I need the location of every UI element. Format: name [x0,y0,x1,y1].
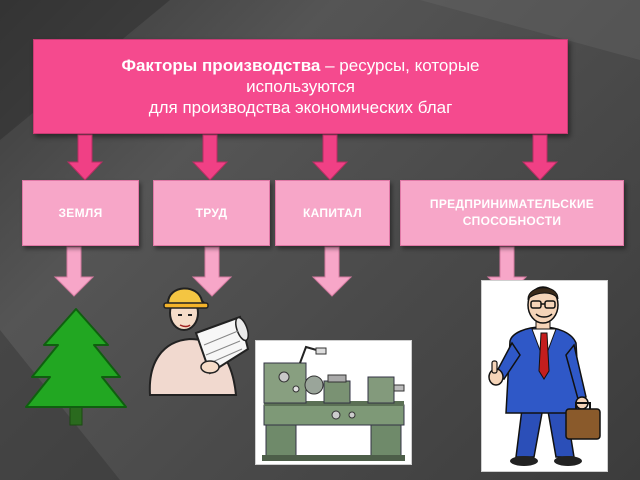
businessman-picture [481,280,608,472]
definition-text-line3: для производства экономических благ [148,98,453,117]
arrow-to-capital [311,134,349,181]
definition-text-line2: используются [246,77,355,96]
arrow-to-tree [53,246,95,297]
arrow-to-entrepreneurship [521,134,559,181]
arrow-to-lathe [311,246,353,297]
arrow-to-land [66,134,104,181]
factor-entrepreneurship: ПРЕДПРИНИМАТЕЛЬСКИЕ СПОСОБНОСТИ [400,180,624,246]
businessman-icon [488,286,601,466]
factor-capital-label: КАПИТАЛ [303,205,362,220]
definition-term: Факторы производства [121,56,321,75]
worker-icon [148,287,250,396]
lathe-icon [262,345,405,461]
factor-land: ЗЕМЛЯ [22,180,139,246]
factor-land-label: ЗЕМЛЯ [58,205,103,220]
factor-entrepreneurship-label-line1: ПРЕДПРИНИМАТЕЛЬСКИЕ [429,197,595,211]
arrow-to-worker [191,246,233,297]
lathe-picture [255,340,412,465]
fir-tree-icon [25,308,127,426]
definition-text-start: – ресурсы, которые [320,56,480,75]
arrow-to-labor [191,134,229,181]
factor-labor: ТРУД [153,180,270,246]
factor-labor-label: ТРУД [195,205,228,220]
factor-entrepreneurship-label-line2: СПОСОБНОСТИ [462,214,562,228]
factor-capital: КАПИТАЛ [275,180,390,246]
definition-box: Факторы производства – ресурсы, которые … [33,39,568,134]
